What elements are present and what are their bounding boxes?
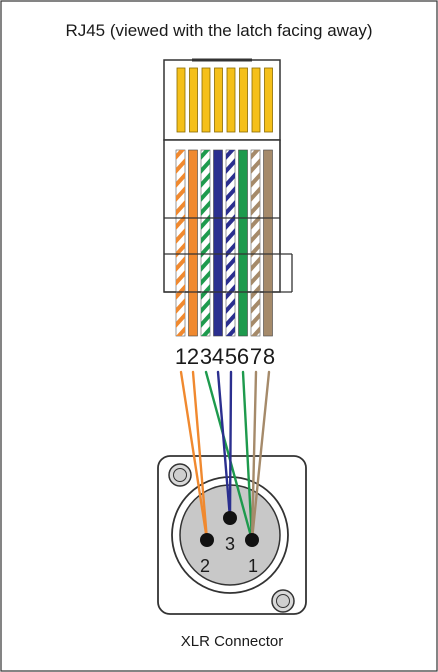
link-wire-pin-6 [241, 370, 254, 542]
rj45-wire-5-stripe [226, 150, 235, 160]
rj45-wire-8 [263, 149, 273, 337]
rj45-wire-5-stripe [226, 200, 235, 216]
rj45-body [163, 139, 293, 337]
rj45-contact-5 [226, 67, 236, 133]
rj45-wire-5-stripe [226, 228, 235, 244]
rj45-wire-5-stripe [226, 186, 235, 202]
rj45-wire-4-solid [213, 149, 223, 337]
rj45-wire-1 [175, 149, 186, 337]
rj45-wire-7-stripe [251, 150, 260, 160]
rj45-wire-3-stripe [201, 186, 210, 202]
rj45-wire-5-stripe [226, 298, 235, 314]
xlr-connector-label: XLR Connector [181, 633, 284, 650]
rj45-wire-3-stripe [201, 158, 210, 174]
xlr-pin-3-dot [223, 511, 237, 525]
rj45-wire-1-stripe [176, 150, 185, 160]
rj45-wire-3-stripe [201, 326, 210, 336]
rj45-wire-3 [200, 149, 211, 337]
rj45-wire-5-stripe [226, 256, 235, 272]
rj45-wire-1-stripe [176, 186, 185, 202]
rj45-contact-2 [189, 67, 198, 133]
rj45-contact-7 [251, 67, 261, 133]
rj45-wire-3-stripe [201, 150, 210, 160]
rj45-contact-4 [214, 67, 223, 133]
xlr-mount-hole-bottom-right-inner [276, 594, 290, 608]
rj45-wire-5-stripe [226, 158, 235, 174]
pin-number-1: 1 [175, 344, 187, 369]
rj45-wire-1-stripe [176, 326, 185, 336]
rj45-contact-8 [264, 67, 273, 133]
rj45-wire-3-stripe [201, 228, 210, 244]
rj45-wire-2 [188, 149, 198, 337]
link-wire-pin-2 [191, 370, 209, 542]
xlr-pins: 3 2 1 [200, 511, 259, 576]
pin-number-labels: 1 2 3 4 5 6 7 8 [175, 344, 275, 369]
xlr-pin-1-dot [245, 533, 259, 547]
pin-number-2: 2 [187, 344, 199, 369]
rj45-wire-3-stripe [201, 298, 210, 314]
link-wire-pin-5 [228, 370, 233, 520]
pin-number-6: 6 [237, 344, 249, 369]
rj45-wire-2-solid [188, 149, 198, 337]
rj45-wire-7-stripe [251, 186, 260, 202]
rj45-wire-5-stripe [226, 326, 235, 336]
rj45-wire-3-stripe [201, 312, 210, 328]
link-wire-pin-4 [216, 370, 232, 520]
rj45-wire-7 [250, 149, 261, 337]
rj45-wire-7-stripe [251, 228, 260, 244]
pin-number-8: 8 [263, 344, 275, 369]
rj45-wire-7-stripe [251, 270, 260, 286]
rj45-wire-7-stripe [251, 298, 260, 314]
rj45-wire-5-stripe [226, 270, 235, 286]
rj45-wire-7-stripe [251, 312, 260, 328]
rj45-wire-1-stripe [176, 228, 185, 244]
rj45-wire-1-stripe [176, 298, 185, 314]
rj45-wire-6 [238, 149, 248, 337]
link-wire-pin-3 [204, 370, 254, 542]
rj45-wire-3-stripe [201, 200, 210, 216]
link-wire-pin-8 [250, 370, 271, 542]
rj45-wire-7-stripe [251, 326, 260, 336]
rj45-contact-6 [239, 67, 248, 133]
rj45-contact-3 [201, 67, 211, 133]
rj45-wire-1-stripe [176, 200, 185, 216]
rj45-wire-7-stripe [251, 158, 260, 174]
rj45-wire-5-stripe [226, 312, 235, 328]
rj45-wire-3-stripe [201, 270, 210, 286]
rj45-wire-3-stripe [201, 256, 210, 272]
rj45-wire-7-stripe [251, 256, 260, 272]
rj45-wire-1-stripe [176, 172, 185, 188]
rj45-wire-7-stripe [251, 200, 260, 216]
rj45-wire-5-stripe [226, 172, 235, 188]
pin-number-5: 5 [225, 344, 237, 369]
xlr-pin-3-label: 3 [225, 534, 235, 554]
pin-number-4: 4 [212, 344, 224, 369]
rj45-wire-1-stripe [176, 312, 185, 328]
pin-number-7: 7 [250, 344, 262, 369]
link-wires [179, 370, 271, 542]
rj45-contact-1 [176, 67, 186, 133]
diagram-title: RJ45 (viewed with the latch facing away) [65, 21, 372, 40]
rj45-wire-1-stripe [176, 270, 185, 286]
xlr-mount-hole-top-left-inner [173, 468, 187, 482]
xlr-pin-2-dot [200, 533, 214, 547]
rj45-wire-7-stripe [251, 172, 260, 188]
rj45-wire-1-stripe [176, 158, 185, 174]
link-wire-pin-7 [250, 370, 258, 542]
rj45-wire-3-stripe [201, 172, 210, 188]
link-wire-pin-1 [179, 370, 209, 542]
xlr-pin-1-label: 1 [248, 556, 258, 576]
rj45-wire-8-solid [263, 149, 273, 337]
rj45-wire-4 [213, 149, 223, 337]
rj45-wire-1-stripe [176, 256, 185, 272]
pin-number-3: 3 [200, 344, 212, 369]
xlr-pin-2-label: 2 [200, 556, 210, 576]
rj45-wire-6-solid [238, 149, 248, 337]
rj45-wire-5 [225, 149, 236, 337]
rj45-contacts [163, 58, 281, 141]
